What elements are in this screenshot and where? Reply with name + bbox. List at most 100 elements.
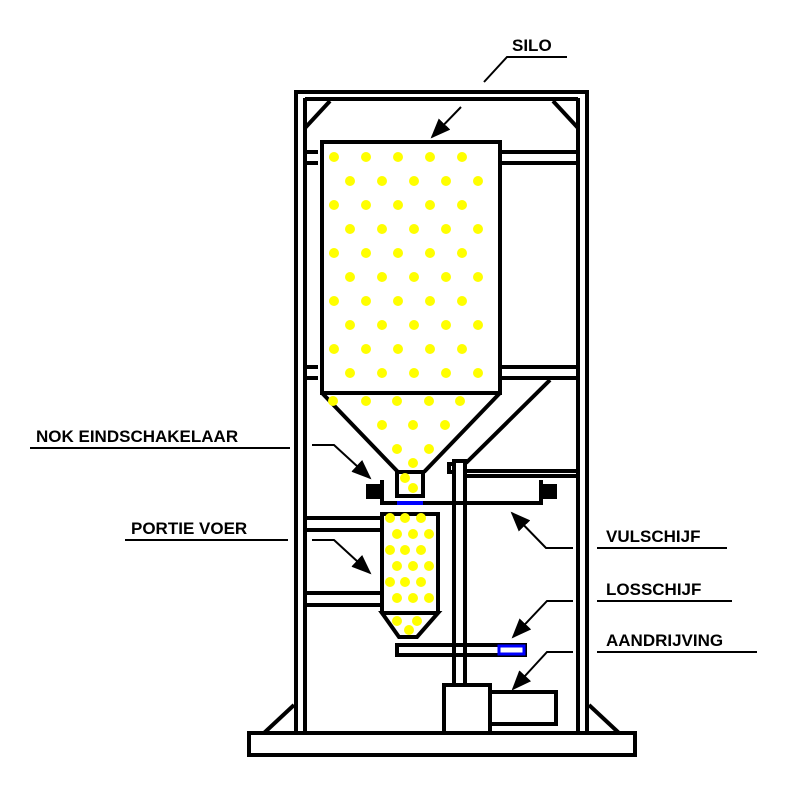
pellet <box>441 272 451 282</box>
pellet <box>409 176 419 186</box>
portie-container <box>378 512 443 639</box>
feed-pellets <box>328 152 483 635</box>
pellet <box>393 344 403 354</box>
pellet <box>400 513 410 523</box>
label-nok-eindschakelaar: NOK EINDSCHAKELAAR <box>36 427 238 446</box>
nok-arrow <box>312 444 372 480</box>
pellet <box>329 248 339 258</box>
pellet <box>392 616 402 626</box>
portie-arrow <box>312 539 372 575</box>
pellet <box>408 483 418 493</box>
pellet <box>412 616 422 626</box>
label-losschijf: LOSSCHIJF <box>606 580 701 599</box>
pellet <box>408 593 418 603</box>
pellet <box>457 248 467 258</box>
pellet <box>457 296 467 306</box>
pellet <box>425 344 435 354</box>
label-vulschijf: VULSCHIJF <box>606 527 700 546</box>
pellet <box>392 593 402 603</box>
pellet <box>409 272 419 282</box>
pellet <box>385 513 395 523</box>
pellet <box>408 420 418 430</box>
pellet <box>425 296 435 306</box>
pellet <box>400 473 410 483</box>
pellet <box>404 625 414 635</box>
pellet <box>408 458 418 468</box>
pellet <box>425 200 435 210</box>
pellet <box>424 561 434 571</box>
pellet <box>393 248 403 258</box>
pellet <box>385 577 395 587</box>
pellet <box>361 152 371 162</box>
pellet <box>455 396 465 406</box>
pellet <box>329 344 339 354</box>
pellet <box>409 368 419 378</box>
frame <box>262 90 621 735</box>
pellet <box>377 272 387 282</box>
pellet <box>473 320 483 330</box>
pellet <box>441 320 451 330</box>
pellet <box>457 344 467 354</box>
pellet <box>473 224 483 234</box>
pellet <box>416 577 426 587</box>
motor <box>488 690 558 726</box>
pellet <box>457 152 467 162</box>
pellet <box>329 296 339 306</box>
pellet <box>393 296 403 306</box>
aandrijving-arrow <box>511 651 573 691</box>
pellet <box>473 272 483 282</box>
pellet <box>457 200 467 210</box>
label-aandrijving: AANDRIJVING <box>606 631 723 650</box>
nok-left <box>366 484 380 499</box>
pellet <box>385 545 395 555</box>
pellet <box>392 561 402 571</box>
pellet <box>408 561 418 571</box>
pellet <box>377 176 387 186</box>
pellet <box>424 444 434 454</box>
pellet <box>392 529 402 539</box>
silo-arrow <box>430 106 462 139</box>
pellet <box>409 224 419 234</box>
pellet <box>345 368 355 378</box>
pellet <box>441 224 451 234</box>
nok-right <box>543 484 557 499</box>
pellet <box>328 396 338 406</box>
pellet <box>377 320 387 330</box>
pellet <box>345 272 355 282</box>
pellet <box>409 320 419 330</box>
silo-leader <box>483 56 567 83</box>
pellet <box>377 420 387 430</box>
pellet <box>377 368 387 378</box>
losschijf-arrow <box>511 600 573 639</box>
vulschijf-arrow <box>510 511 573 549</box>
pellet <box>440 420 450 430</box>
label-silo: SILO <box>512 36 552 55</box>
pellet <box>408 529 418 539</box>
pellet <box>425 248 435 258</box>
pellet <box>329 152 339 162</box>
motor-gearbox <box>442 683 492 735</box>
pellet <box>416 513 426 523</box>
pellet <box>345 320 355 330</box>
pellet <box>361 396 371 406</box>
pellet <box>329 200 339 210</box>
base-plate <box>247 731 637 757</box>
pellet <box>392 444 402 454</box>
pellet <box>441 368 451 378</box>
label-portie-voer: PORTIE VOER <box>131 519 247 538</box>
pellet <box>345 224 355 234</box>
pellet <box>473 176 483 186</box>
losschijf-opening <box>497 644 526 656</box>
pellet <box>400 577 410 587</box>
pellet <box>377 224 387 234</box>
pellet <box>424 529 434 539</box>
pellet <box>400 545 410 555</box>
pellet <box>393 200 403 210</box>
drive-shaft <box>447 459 467 685</box>
silo-outlet <box>395 470 425 498</box>
pellet <box>393 152 403 162</box>
pellet <box>424 396 434 406</box>
pellet <box>424 593 434 603</box>
